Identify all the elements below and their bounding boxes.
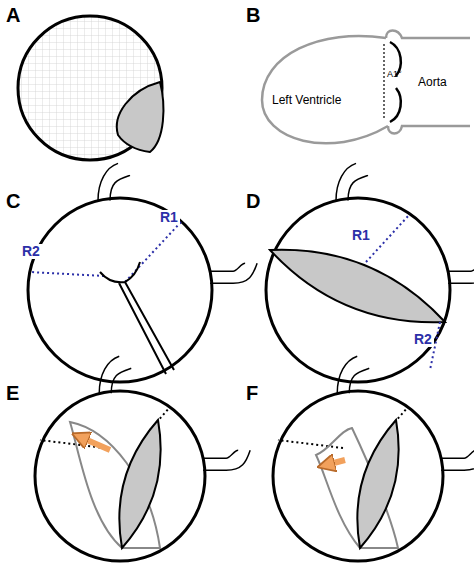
panel-letter: E xyxy=(6,382,19,404)
coronary-artery xyxy=(111,368,131,393)
radius-label: R2 xyxy=(412,332,434,347)
coronary-artery xyxy=(210,263,257,283)
annulus-circle xyxy=(28,198,212,382)
annulus-circle xyxy=(273,391,443,561)
coronary-artery xyxy=(349,368,369,393)
panel-letter: C xyxy=(6,190,20,212)
angle-label: A1° xyxy=(387,70,402,80)
ventricle-outline xyxy=(262,36,388,143)
angle-line xyxy=(383,44,384,120)
coronary-artery xyxy=(110,175,130,200)
region-label: Left Ventricle xyxy=(272,94,341,107)
panel-letter: A xyxy=(6,4,20,26)
panel-letter: D xyxy=(246,190,260,212)
grid xyxy=(10,10,170,170)
displacement-arrow xyxy=(80,437,110,450)
leaflet-orifice xyxy=(357,420,398,548)
coronary-artery xyxy=(448,263,474,271)
panel-letter: F xyxy=(246,382,258,404)
annulus-circle xyxy=(266,198,450,382)
annulus-circle xyxy=(35,391,205,561)
coronary-artery xyxy=(448,263,474,283)
closed-leaflets xyxy=(100,262,174,374)
coronary-artery xyxy=(441,450,474,470)
coronary-artery xyxy=(203,450,238,458)
coronary-artery xyxy=(441,450,474,458)
radius-line xyxy=(125,222,181,282)
radius-line xyxy=(30,272,104,276)
coronary-artery xyxy=(210,263,245,271)
radius-line xyxy=(366,214,410,262)
leaflet-orifice xyxy=(270,250,445,323)
leaflet-orifice xyxy=(117,82,164,152)
aorta-outline xyxy=(386,31,470,134)
panel-letter: B xyxy=(246,4,260,26)
region-label: Aorta xyxy=(418,76,447,89)
radius-label: R2 xyxy=(20,244,42,259)
radius-label: R1 xyxy=(158,210,180,225)
coronary-artery xyxy=(348,175,368,200)
radius-label: R1 xyxy=(350,228,372,243)
leaflet-orifice xyxy=(119,420,160,548)
displacement-arrow xyxy=(326,460,345,465)
valve-leaflet xyxy=(390,42,401,122)
coronary-artery xyxy=(203,450,250,470)
